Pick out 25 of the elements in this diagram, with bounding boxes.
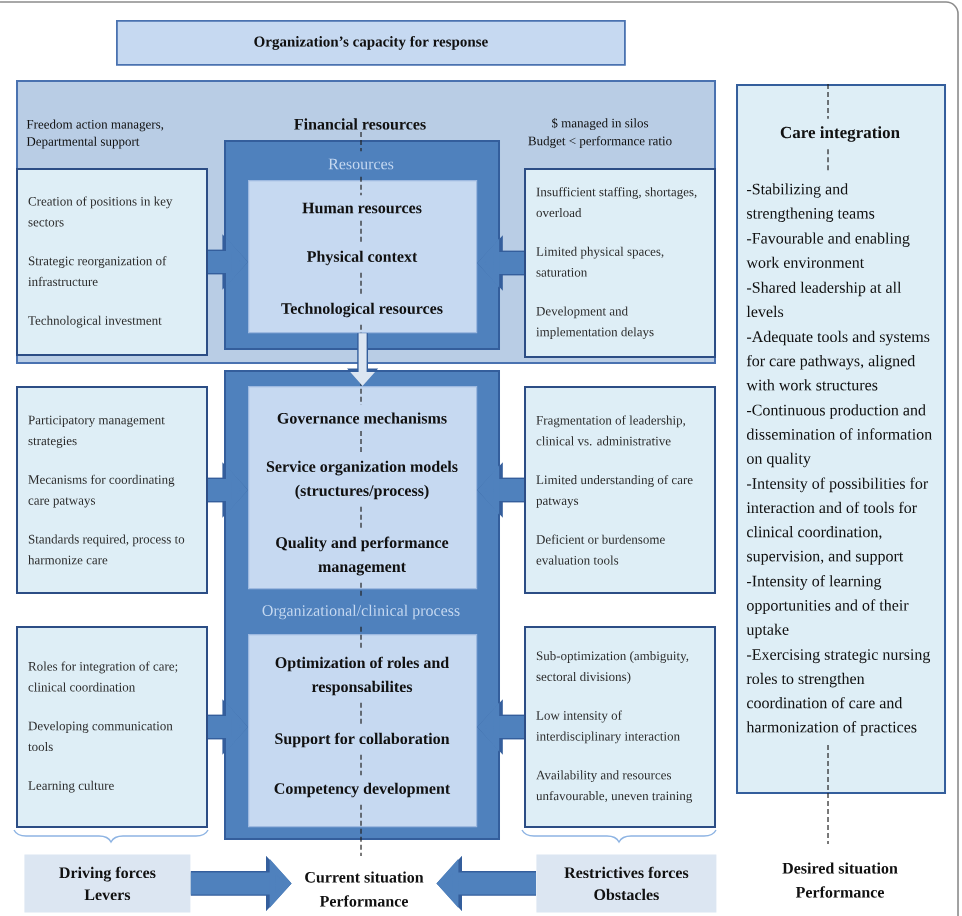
item-label: Physical context [306, 250, 418, 266]
item-label: Governance mechanisms [277, 412, 447, 424]
item-label: Technological resources [281, 302, 443, 318]
item-label: Human resources [302, 202, 422, 214]
item-label: Competency development [274, 782, 451, 798]
panel-heading: Organizational/clinical process [262, 604, 460, 620]
label-box: Restrictives forces Obstacles [536, 854, 717, 913]
label-box: Driving forces Levers [24, 854, 191, 913]
panel-heading: Financial resources [294, 118, 426, 130]
list-item: -Adequate tools and systems for care pathways, aligned with work structures [746, 330, 930, 391]
item-label: Service organization models (structures/process) [266, 460, 458, 500]
panel-heading: Care integration [780, 126, 900, 142]
list-item: -Intensity of learning opportunities and of their uptake [746, 575, 909, 639]
list-item: -Favourable and enabling work environment [746, 232, 910, 268]
list-item: -Shared leadership at all levels [746, 281, 902, 318]
list-item: -Stabilizing and strengthening teams [747, 183, 875, 222]
list-item: -Intensity of possibilities for interaction and of tools for clinical coordination, supervision, and support [746, 477, 929, 565]
item-label: Quality and performance management [276, 536, 449, 576]
item-label: Support for collaboration [275, 732, 450, 748]
item-label: Optimization of roles and responsabilites [275, 656, 449, 696]
panel-heading: Resources [328, 158, 394, 170]
list-item: -Exercising strategic nursing roles to strengthen coordination of care and harmonization of practices [746, 649, 931, 736]
list-item: -Continuous production and dissemination of information on quality [747, 404, 932, 468]
situation-label: Current situation Performance [305, 871, 424, 907]
situation-label: Desired situation Performance [782, 862, 898, 898]
